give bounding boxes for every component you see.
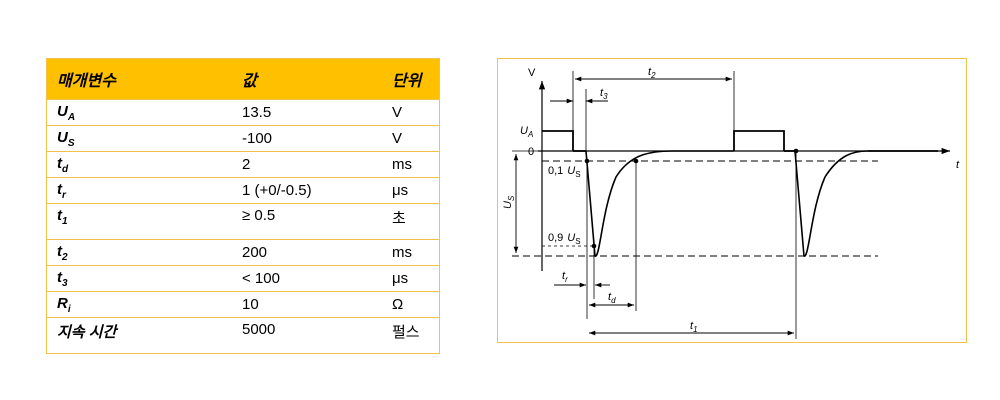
header-unit: 단위 — [382, 58, 440, 100]
param-unit: 초 — [382, 203, 440, 240]
param-value: 200 — [232, 239, 382, 266]
table-row: 지속 시간 5000 펄스 — [46, 317, 440, 354]
time-axis-label: t — [956, 159, 960, 171]
param-symbol: td — [46, 151, 232, 178]
param-unit: ms — [382, 239, 440, 266]
negative-pulse-2 — [794, 150, 869, 257]
symbol-main: U — [57, 102, 68, 120]
param-unit: ms — [382, 151, 440, 178]
param-value: -100 — [232, 125, 382, 152]
symbol-sub: d — [62, 163, 69, 175]
param-symbol: 지속 시간 — [46, 317, 232, 354]
table-header-row: 매개변수 값 단위 — [46, 58, 440, 100]
point-01-us — [584, 158, 590, 164]
t3-label: t3 — [600, 87, 608, 101]
param-symbol: t3 — [46, 265, 232, 292]
param-unit: Ω — [382, 291, 440, 318]
t1-label: t1 — [690, 320, 698, 334]
param-symbol: US — [46, 125, 232, 152]
symbol-sub: 1 — [62, 216, 68, 227]
table-row: t1 ≥ 0.5 초 — [46, 203, 440, 240]
point-pulse2-start — [793, 148, 799, 154]
symbol-main: t — [57, 268, 62, 286]
symbol-sub: r — [62, 189, 66, 201]
ua-label: UA — [520, 125, 533, 139]
symbol-main: U — [57, 128, 68, 146]
param-unit: V — [382, 99, 440, 126]
table-row: td 2 ms — [46, 151, 440, 178]
symbol-main: R — [57, 294, 68, 312]
ua-pulse-left — [542, 130, 574, 151]
param-value: < 100 — [232, 265, 382, 292]
symbol-sub: 3 — [62, 277, 68, 289]
param-symbol: t2 — [46, 239, 232, 266]
tr-label: tr — [562, 270, 568, 284]
voltage-axis-label: V — [528, 67, 536, 79]
param-unit: μs — [382, 265, 440, 292]
table-row: t3 < 100 μs — [46, 265, 440, 292]
table-row: t2 200 ms — [46, 239, 440, 266]
param-symbol: tr — [46, 177, 232, 204]
table-row: Ri 10 Ω — [46, 291, 440, 318]
param-unit: μs — [382, 177, 440, 204]
zero-label: 0 — [528, 146, 534, 158]
param-value: 2 — [232, 151, 382, 178]
param-unit: V — [382, 125, 440, 152]
symbol-sub: S — [67, 137, 75, 149]
param-value: 5000 — [232, 317, 382, 354]
symbol-sub: A — [67, 111, 76, 123]
header-value: 값 — [232, 58, 382, 100]
point-09-us — [591, 243, 597, 249]
symbol-sub: 2 — [62, 251, 68, 263]
param-value: 13.5 — [232, 99, 382, 126]
param-symbol: Ri — [46, 291, 232, 318]
symbol-main: t — [57, 154, 62, 172]
param-symbol: t1 — [46, 203, 232, 240]
table-row: tr 1 (+0/-0.5) μs — [46, 177, 440, 204]
param-value: 10 — [232, 291, 382, 318]
param-value: ≥ 0.5 — [232, 203, 382, 240]
symbol-sub: i — [67, 303, 71, 315]
header-parameter: 매개변수 — [46, 58, 232, 100]
param-value: 1 (+0/-0.5) — [232, 177, 382, 204]
t2-label: t2 — [648, 66, 656, 80]
param-symbol: UA — [46, 99, 232, 126]
symbol-main: t — [57, 207, 62, 224]
symbol-main: t — [57, 242, 62, 260]
param-unit: 펄스 — [382, 317, 440, 354]
us-dim-label: US — [502, 195, 516, 209]
td-label: td — [608, 291, 616, 305]
symbol-main: 지속 시간 — [57, 324, 117, 341]
table-row: UA 13.5 V — [46, 99, 440, 126]
point-td-end — [633, 158, 639, 164]
negative-pulse-1 — [585, 150, 734, 257]
table-row: US -100 V — [46, 125, 440, 152]
symbol-main: t — [57, 180, 62, 198]
parameter-table: 매개변수 값 단위 UA 13.5 V US -100 V td 2 ms tr… — [46, 58, 440, 354]
ua-pulse-right — [733, 130, 785, 151]
